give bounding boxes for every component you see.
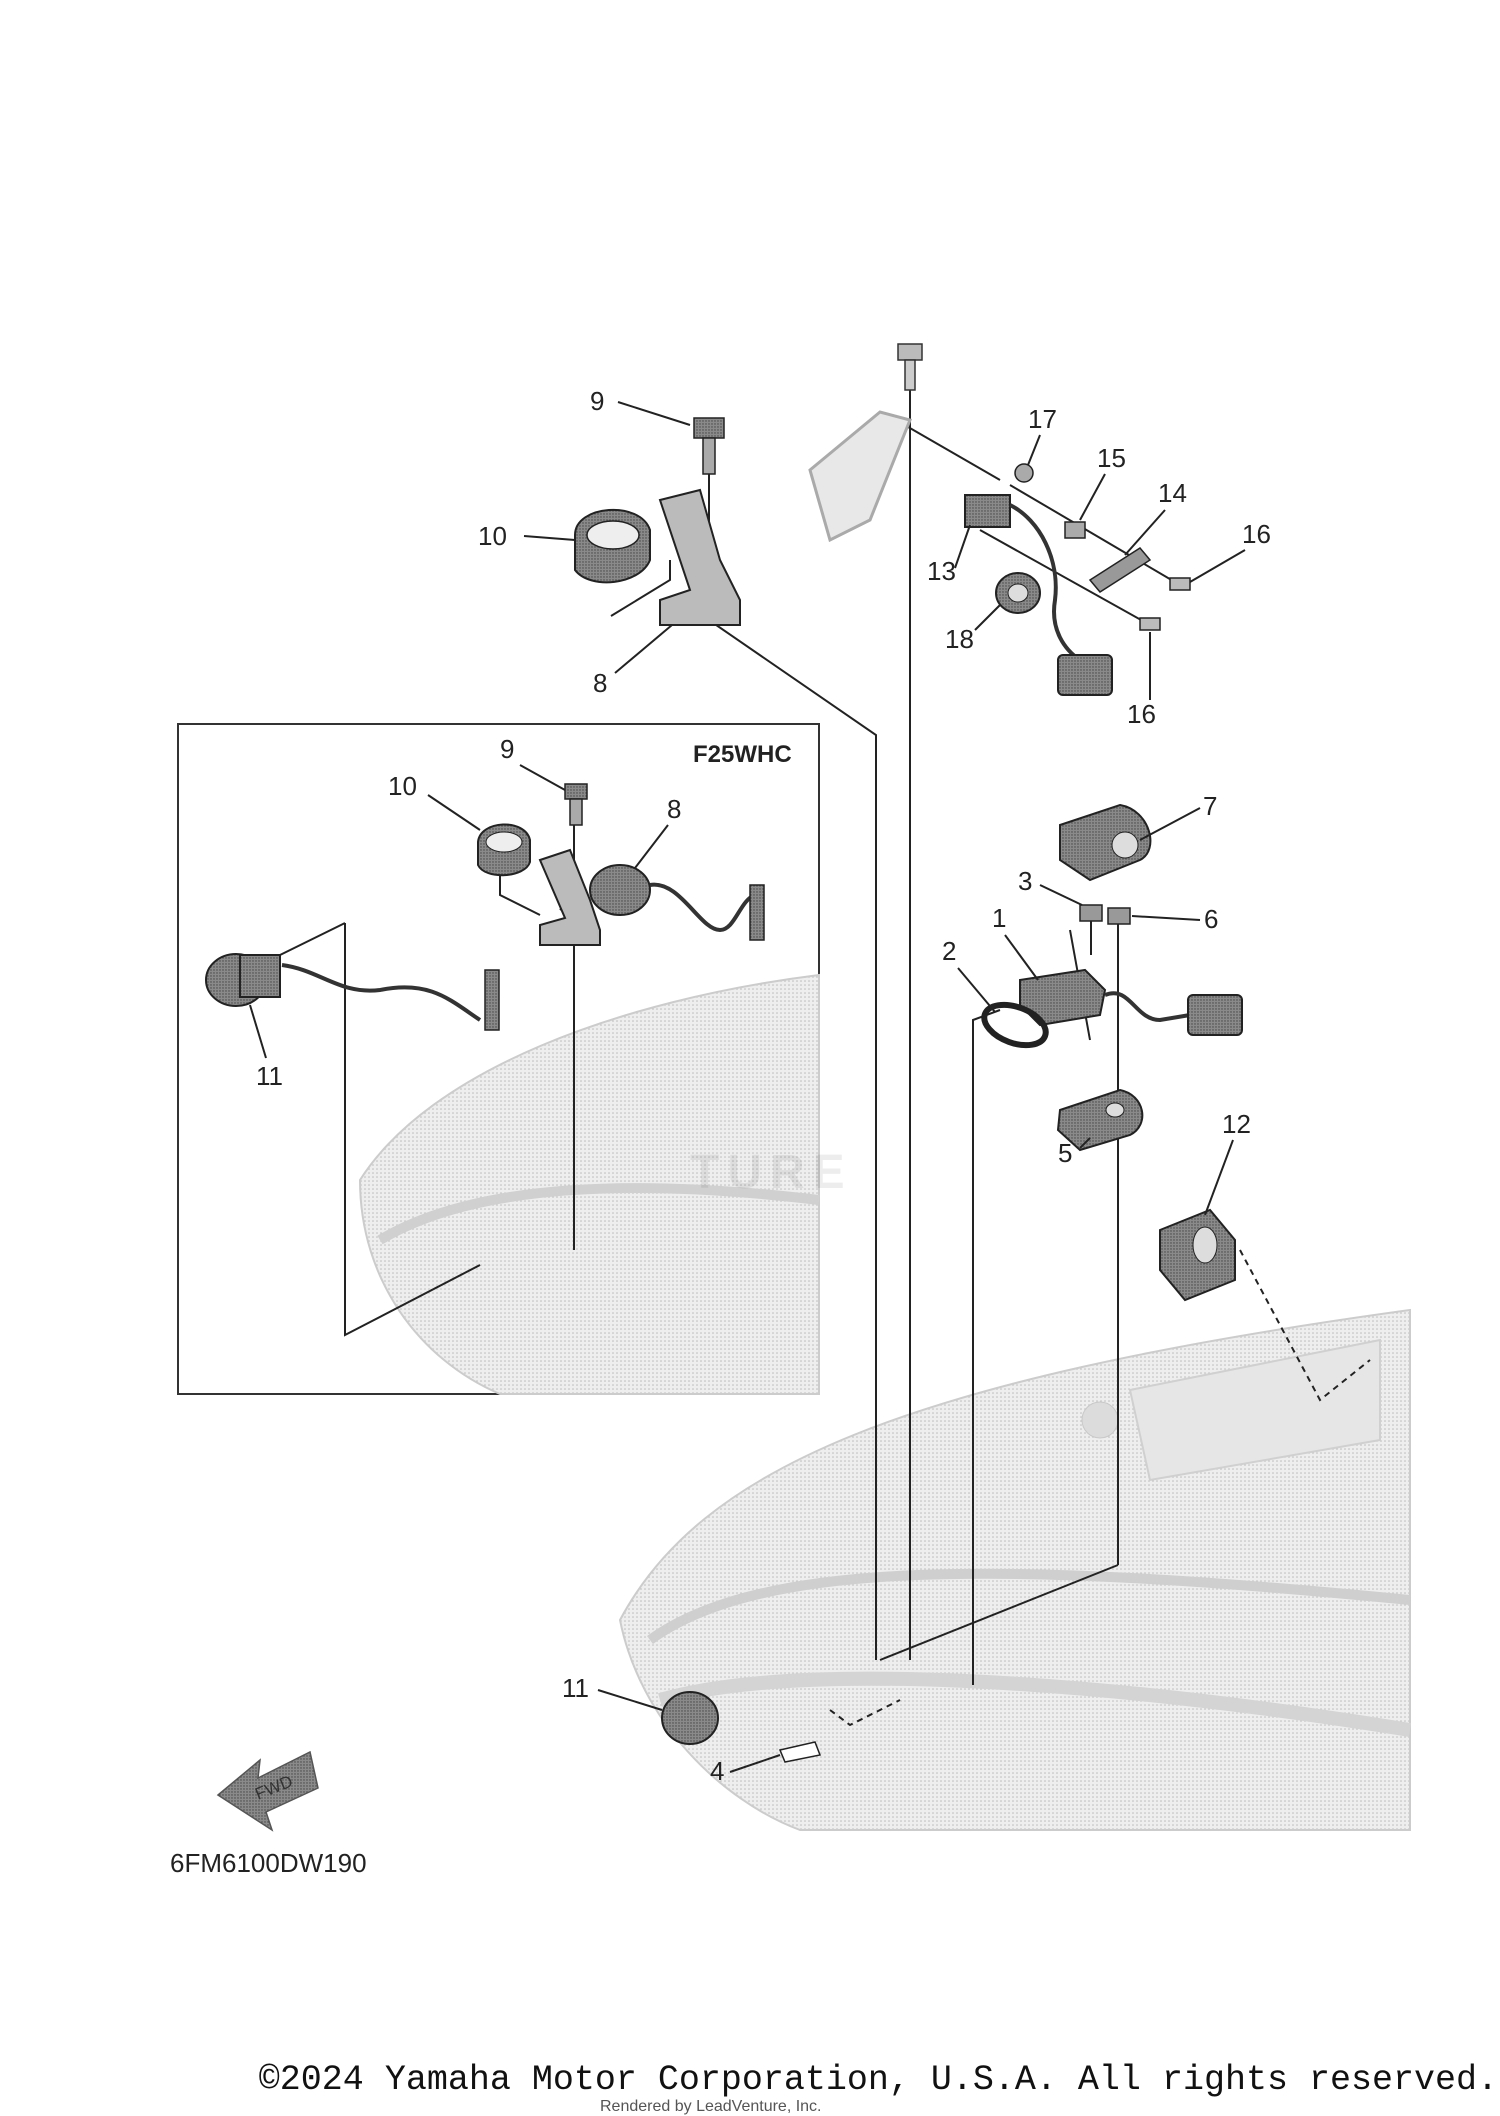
part-16-screw-b xyxy=(1139,617,1161,631)
inset-part-8-sensor-bracket xyxy=(538,848,765,946)
copyright-notice: ©2024 Yamaha Motor Corporation, U.S.A. A… xyxy=(258,2060,1498,2100)
inset-callout-10: 10 xyxy=(388,771,417,801)
callout-5: 5 xyxy=(1058,1138,1072,1168)
callout-15: 15 xyxy=(1097,443,1126,473)
callout-4: 4 xyxy=(710,1756,724,1786)
part-9-bolt xyxy=(693,417,725,475)
part-8-bracket xyxy=(658,488,741,626)
part-17-clip xyxy=(1014,463,1034,483)
part-12-grommet xyxy=(1159,1208,1236,1302)
part-3-bolt xyxy=(1079,904,1103,955)
callout-13: 13 xyxy=(927,556,956,586)
mounting-bolt-top xyxy=(897,343,923,391)
part-1-switch xyxy=(1019,968,1243,1036)
callout-9: 9 xyxy=(590,386,604,416)
callout-14: 14 xyxy=(1158,478,1187,508)
inset-callout-9: 9 xyxy=(500,734,514,764)
callout-7: 7 xyxy=(1203,791,1217,821)
watermark: TURE xyxy=(690,1146,853,1199)
part-2-seal xyxy=(981,1001,1049,1049)
inset-title: F25WHC xyxy=(693,741,792,768)
callout-10: 10 xyxy=(478,521,507,551)
part-16-screw-a xyxy=(1169,577,1191,591)
part-6-bolt xyxy=(1107,907,1131,925)
inset-part-11-sensor xyxy=(205,953,500,1031)
callout-11-main: 11 xyxy=(562,1673,589,1703)
inset-callout-8: 8 xyxy=(667,794,681,824)
fwd-arrow-icon: FWD xyxy=(216,1750,319,1832)
part-15-collar xyxy=(1064,521,1086,539)
callout-2: 2 xyxy=(942,936,956,966)
callout-16-b: 16 xyxy=(1127,699,1156,729)
drawing-code: 6FM6100DW190 xyxy=(170,1848,367,1878)
part-5-holder xyxy=(1056,1088,1144,1152)
lower-cowling-housing xyxy=(618,1308,1412,1831)
callout-12: 12 xyxy=(1222,1109,1251,1139)
inset-callout-11: 11 xyxy=(256,1061,283,1091)
callout-17: 17 xyxy=(1028,404,1057,434)
part-13-sensor xyxy=(964,494,1113,696)
bracket-outline xyxy=(808,410,913,543)
part-11-cap xyxy=(661,1691,719,1745)
callout-6: 6 xyxy=(1204,904,1218,934)
callout-18: 18 xyxy=(945,624,974,654)
inset-part-10-clamp xyxy=(477,823,531,877)
part-10-clamp xyxy=(574,509,651,584)
part-14-plate xyxy=(1088,547,1152,593)
callout-16-a: 16 xyxy=(1242,519,1271,549)
part-7-cover xyxy=(1059,803,1152,882)
inset-part-9-bolt xyxy=(564,783,588,826)
callout-labels: 9 10 8 17 15 14 16 13 18 16 7 3 6 1 2 5 … xyxy=(249,386,1271,1786)
callout-1: 1 xyxy=(992,903,1006,933)
render-credit: Rendered by LeadVenture, Inc. xyxy=(600,2098,822,2115)
inset-frame-f25whc: F25WHC xyxy=(177,723,820,1395)
callout-3: 3 xyxy=(1018,866,1032,896)
callout-8: 8 xyxy=(593,668,607,698)
part-4-label xyxy=(778,1741,822,1763)
part-18-grommet xyxy=(995,572,1041,614)
